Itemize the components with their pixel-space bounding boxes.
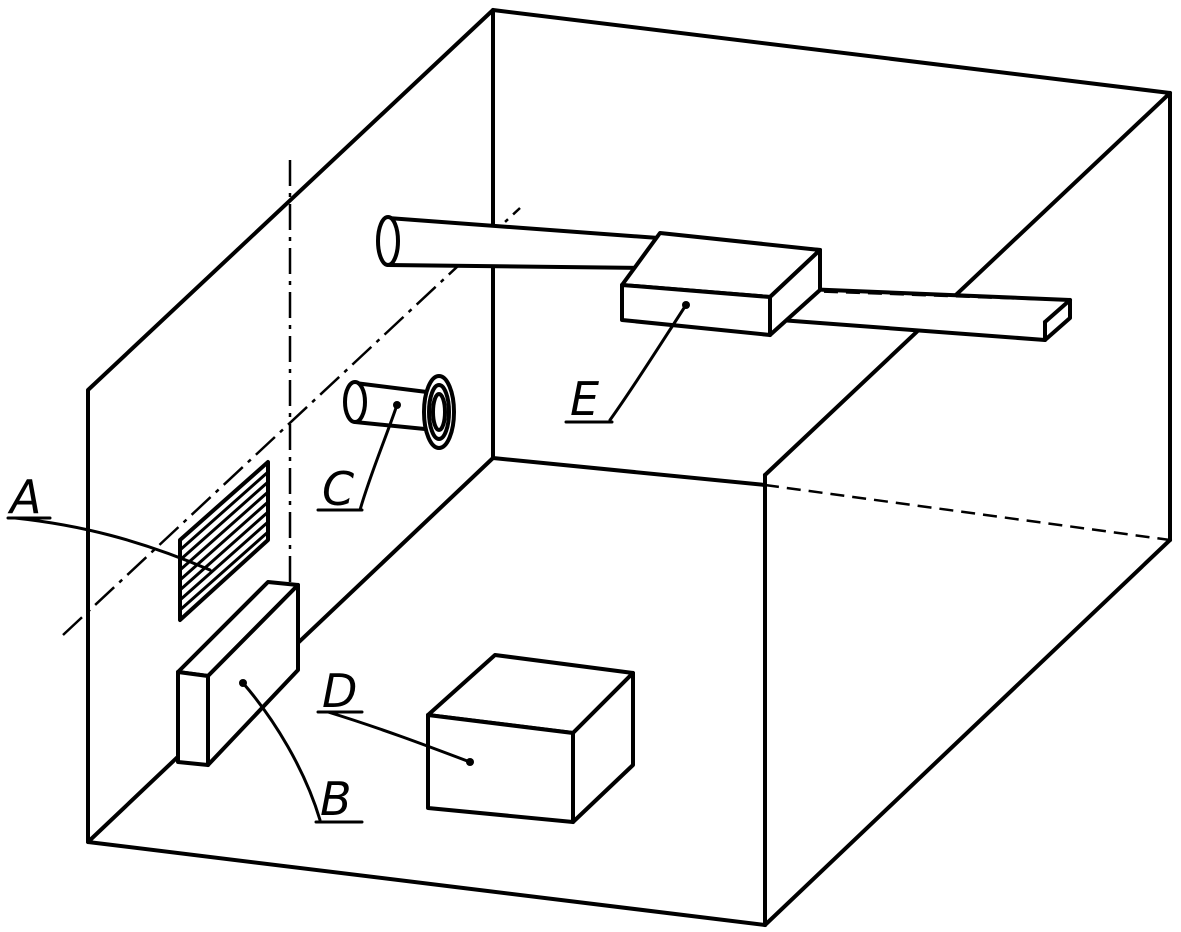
label-c: C [322,462,354,516]
label-e: E [570,372,599,426]
tube-end [343,380,367,424]
back-top-edge [491,8,1172,95]
back-floor-edge [491,456,767,487]
cube-side-face [571,671,635,824]
flat-rail-end-edge [1043,298,1072,342]
carriage-side-face [768,248,822,337]
leader-lines [13,303,688,822]
grille-a [178,460,270,622]
cube-d [426,653,635,824]
label-d: D [322,664,357,718]
ring-inner [431,392,447,432]
leader-line-c [358,403,399,512]
front-bottom-edge [763,538,1172,927]
grille-slats [178,470,270,612]
rail-assembly-e [376,215,1072,342]
leader-line-d [326,710,472,764]
construction-lines [62,160,521,668]
label-a: A [7,470,41,524]
callout-labels: A B C D E [6,372,614,826]
chamber-box [86,8,1172,927]
ring-middle [427,383,451,441]
leader-line-e [608,303,688,422]
plate-b [176,580,300,767]
hidden-floor-edge [764,483,1171,542]
flat-rail-hidden-edge [779,288,1061,302]
label-b: B [320,772,352,826]
leader-line-a [13,516,212,572]
leader-line-b [241,681,322,822]
cube-front-face [426,713,575,824]
plate-side-face [176,670,210,767]
front-top-edge [763,91,1172,477]
floor-left-edge [86,840,767,927]
tube-assembly-c [343,374,456,450]
rail-end-cap [376,215,400,267]
diagonal-axis-line [62,207,521,636]
